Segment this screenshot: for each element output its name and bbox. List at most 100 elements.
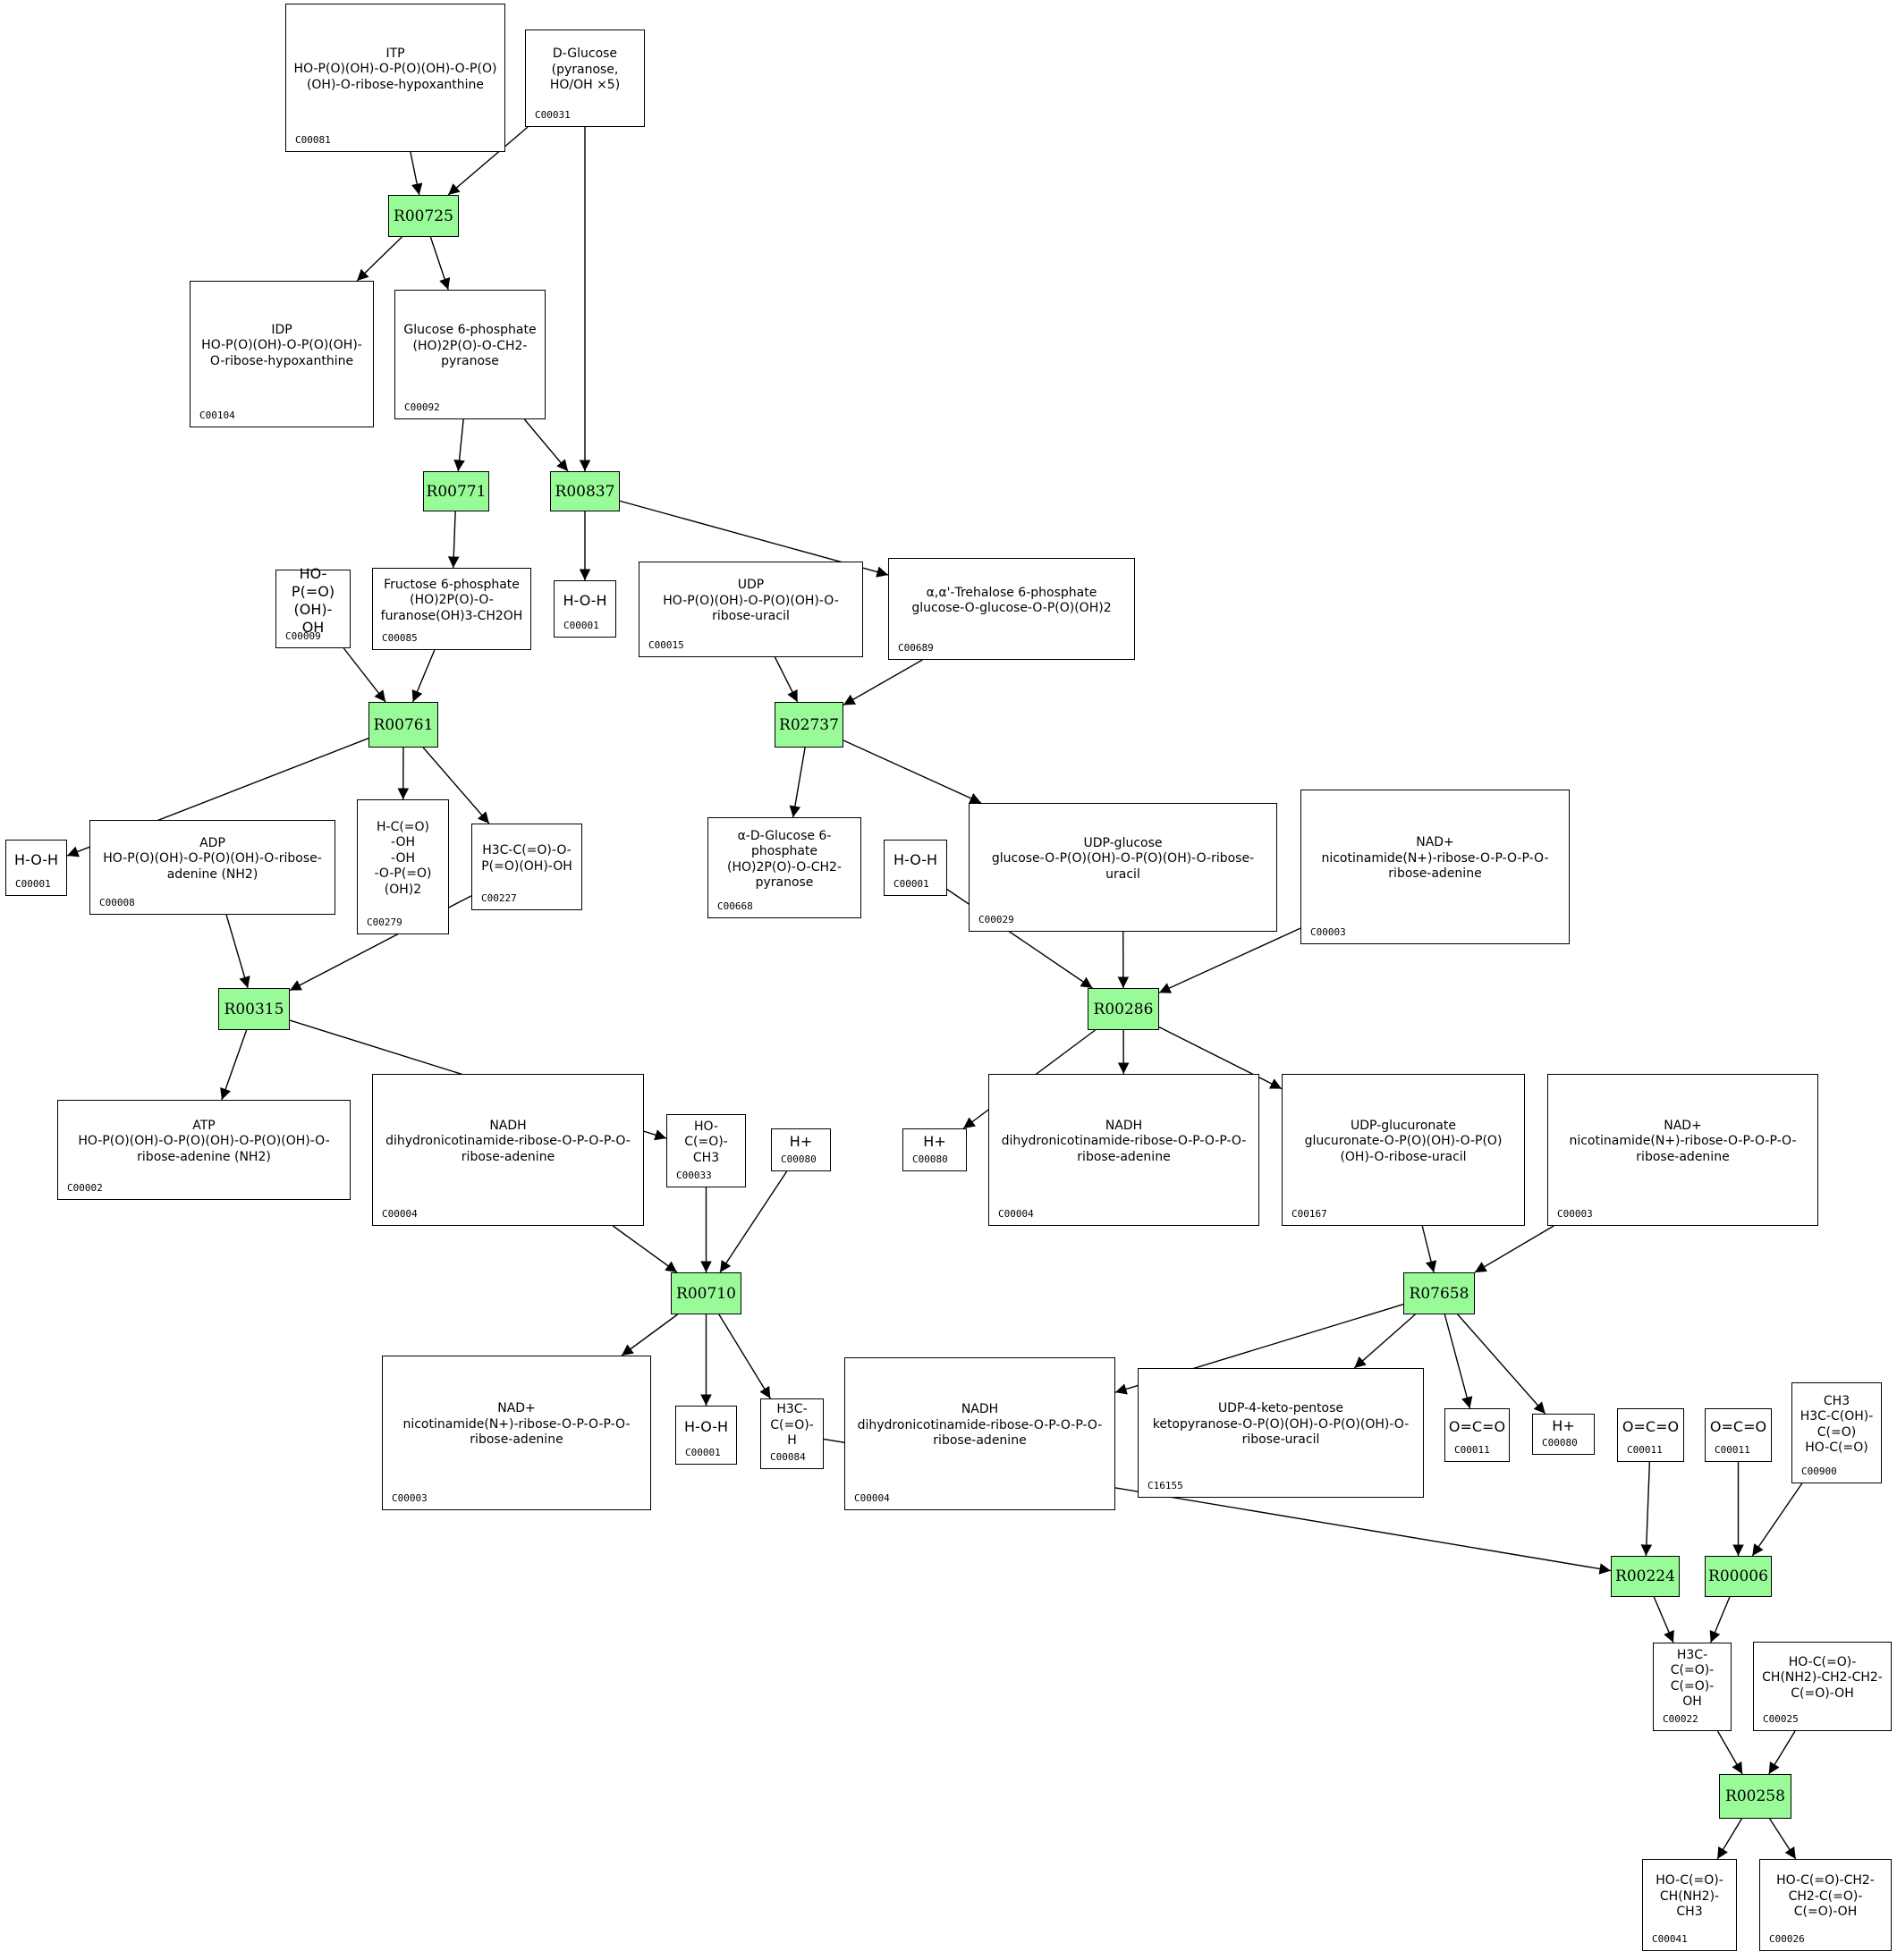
compound-id: C00900: [1801, 1466, 1837, 1477]
structure-drawing: UDP-glucose glucose-O-P(O)(OH)-O-P(O)(OH…: [991, 835, 1255, 882]
edge-arrow-R00725-to-c00092: [429, 236, 451, 291]
edge-arrow-c00689-to-R02737: [843, 659, 923, 706]
compound-id: C00689: [898, 642, 934, 654]
structure-drawing: ATP HO-P(O)(OH)-O-P(O)(OH)-O-P(O)(OH)-O-…: [78, 1118, 330, 1164]
compound-node-c00085[interactable]: Fructose 6-phosphate (HO)2P(O)-O-furanos…: [372, 568, 531, 650]
compound-node-c00004[interactable]: NADH dihydronicotinamide-ribose-O-P-O-P-…: [988, 1074, 1259, 1226]
structure-drawing: H+: [923, 1133, 946, 1150]
compound-node-c00011[interactable]: O=C=O C00011: [1617, 1408, 1684, 1462]
structure-drawing: NADH dihydronicotinamide-ribose-O-P-O-P-…: [857, 1402, 1103, 1449]
edge-arrow-c00081-to-R00725: [410, 151, 423, 196]
compound-id: C00279: [367, 917, 402, 928]
compound-node-c00041[interactable]: HO-C(=O)-CH(NH2)-CH3 C00041: [1642, 1859, 1737, 1951]
compound-node-c00022[interactable]: H3C-C(=O)-C(=O)-OH C00022: [1653, 1643, 1732, 1731]
structure-drawing: UDP HO-P(O)(OH)-O-P(O)(OH)-O-ribose-urac…: [663, 578, 839, 624]
reaction-node-r00315[interactable]: R00315: [218, 988, 290, 1030]
reaction-node-r00224[interactable]: R00224: [1611, 1556, 1680, 1597]
compound-id: C00011: [1715, 1444, 1750, 1456]
edge-arrow-R00006-to-c00022: [1709, 1596, 1731, 1643]
compound-node-c00900[interactable]: CH3 H3C-C(OH)-C(=O) HO-C(=O) C00900: [1791, 1382, 1882, 1483]
reaction-node-r00710[interactable]: R00710: [671, 1272, 741, 1314]
structure-drawing: HO-C(=O)-CH2-CH2-C(=O)-C(=O)-OH: [1776, 1873, 1875, 1920]
compound-id: C00029: [978, 914, 1014, 925]
compound-node-c00004[interactable]: NADH dihydronicotinamide-ribose-O-P-O-P-…: [372, 1074, 644, 1226]
structure-drawing: Glucose 6-phosphate (HO)2P(O)-O-CH2-pyra…: [403, 323, 537, 369]
compound-id: C00004: [854, 1492, 890, 1504]
compound-id: C00001: [893, 878, 929, 890]
structure-drawing: HO-C(=O)-CH(NH2)-CH2-CH2-C(=O)-OH: [1762, 1654, 1883, 1701]
edge-arrow-R00258-to-c00041: [1716, 1818, 1742, 1860]
compound-node-c00033[interactable]: HO-C(=O)-CH3 C00033: [666, 1114, 746, 1187]
compound-node-c00001[interactable]: H-O-H C00001: [884, 840, 947, 896]
compound-node-c00080[interactable]: H+ C00080: [771, 1128, 831, 1171]
structure-drawing: NAD+ nicotinamide(N+)-ribose-O-P-O-P-O-r…: [1569, 1118, 1797, 1164]
compound-id: C00011: [1627, 1444, 1663, 1456]
compound-id: C00080: [781, 1153, 817, 1165]
edge-arrow-R00771-to-c00085: [447, 511, 460, 569]
compound-node-c00009[interactable]: HO-P(=O)(OH)-OH C00009: [275, 565, 351, 648]
edge-arrow-c00004a-to-R00710: [612, 1225, 678, 1273]
edge-arrow-c00003a-to-R00286: [1158, 927, 1301, 993]
compound-node-c00004[interactable]: NADH dihydronicotinamide-ribose-O-P-O-P-…: [844, 1357, 1115, 1510]
compound-node-c00668[interactable]: α-D-Glucose 6-phosphate (HO)2P(O)-O-CH2-…: [707, 817, 861, 918]
compound-node-c00011[interactable]: O=C=O C00011: [1444, 1408, 1510, 1462]
structure-drawing: α,α'-Trehalose 6-phosphate glucose-O-glu…: [911, 585, 1112, 616]
compound-node-c00025[interactable]: HO-C(=O)-CH(NH2)-CH2-CH2-C(=O)-OH C00025: [1753, 1642, 1892, 1731]
compound-node-c00029[interactable]: UDP-glucose glucose-O-P(O)(OH)-O-P(O)(OH…: [969, 803, 1277, 932]
structure-drawing: NAD+ nicotinamide(N+)-ribose-O-P-O-P-O-r…: [1321, 835, 1549, 882]
compound-node-c00080[interactable]: H+ C00080: [902, 1128, 967, 1171]
reaction-node-r00761[interactable]: R00761: [368, 702, 438, 748]
structure-drawing: ADP HO-P(O)(OH)-O-P(O)(OH)-O-ribose-aden…: [103, 835, 322, 882]
compound-node-c00008[interactable]: ADP HO-P(O)(OH)-O-P(O)(OH)-O-ribose-aden…: [89, 820, 335, 915]
compound-node-c00003[interactable]: NAD+ nicotinamide(N+)-ribose-O-P-O-P-O-r…: [382, 1356, 651, 1510]
reaction-node-r00837[interactable]: R00837: [550, 471, 620, 511]
reaction-node-r00006[interactable]: R00006: [1705, 1556, 1772, 1597]
compound-node-c00001[interactable]: H-O-H C00001: [675, 1406, 737, 1465]
reaction-node-r00258[interactable]: R00258: [1719, 1774, 1791, 1819]
edge-arrow-c00092-to-R00837: [523, 418, 569, 472]
edge-arrow-c00900-to-R00006: [1751, 1483, 1803, 1557]
structure-drawing: HO-P(=O)(OH)-OH: [291, 565, 335, 636]
compound-node-c00001[interactable]: H-O-H C00001: [554, 580, 616, 638]
compound-id: C00026: [1769, 1933, 1805, 1945]
compound-id: C00227: [481, 892, 517, 904]
compound-node-c00279[interactable]: H-C(=O) -OH -OH -O-P(=O)(OH)2 C00279: [357, 799, 449, 934]
compound-node-c00084[interactable]: H3C-C(=O)-H C00084: [760, 1398, 824, 1469]
structure-drawing: H-O-H: [13, 850, 59, 868]
compound-node-c00167[interactable]: UDP-glucuronate glucuronate-O-P(O)(OH)-O…: [1282, 1074, 1525, 1226]
edge-arrow-R02737-to-c00029: [843, 739, 982, 804]
edge-arrow-R00286-to-c00167: [1158, 1026, 1283, 1090]
edge-arrow-R07658-to-c16155: [1353, 1314, 1416, 1369]
compound-node-c00003[interactable]: NAD+ nicotinamide(N+)-ribose-O-P-O-P-O-r…: [1547, 1074, 1818, 1226]
compound-node-c00104[interactable]: IDP HO-P(O)(OH)-O-P(O)(OH)-O-ribose-hypo…: [190, 281, 374, 427]
compound-node-c00026[interactable]: HO-C(=O)-CH2-CH2-C(=O)-C(=O)-OH C00026: [1759, 1859, 1892, 1951]
reaction-node-r00725[interactable]: R00725: [388, 195, 459, 237]
compound-node-c00003[interactable]: NAD+ nicotinamide(N+)-ribose-O-P-O-P-O-r…: [1300, 790, 1570, 944]
compound-node-c00001[interactable]: H-O-H C00001: [5, 840, 67, 896]
compound-node-c00002[interactable]: ATP HO-P(O)(OH)-O-P(O)(OH)-O-P(O)(OH)-O-…: [57, 1100, 351, 1200]
reaction-node-r07658[interactable]: R07658: [1403, 1272, 1475, 1314]
compound-id: C00002: [67, 1182, 103, 1194]
compound-id: C00041: [1652, 1933, 1688, 1945]
compound-node-c00081[interactable]: ITP HO-P(O)(OH)-O-P(O)(OH)-O-P(O)(OH)-O-…: [285, 4, 505, 152]
structure-drawing: O=C=O: [1709, 1418, 1767, 1435]
compound-id: C00003: [392, 1492, 428, 1504]
compound-node-c16155[interactable]: UDP-4-keto-pentose ketopyranose-O-P(O)(O…: [1138, 1368, 1424, 1498]
compound-node-c00227[interactable]: H3C-C(=O)-O-P(=O)(OH)-OH C00227: [471, 824, 582, 910]
compound-node-c00015[interactable]: UDP HO-P(O)(OH)-O-P(O)(OH)-O-ribose-urac…: [639, 562, 863, 657]
compound-node-c00011[interactable]: O=C=O C00011: [1705, 1408, 1772, 1462]
compound-node-c00080[interactable]: H+ C00080: [1532, 1414, 1595, 1455]
edge-arrow-c00092-to-R00771: [453, 418, 465, 472]
compound-id: C00003: [1557, 1208, 1593, 1220]
reaction-node-r00771[interactable]: R00771: [423, 471, 489, 511]
reaction-node-r02737[interactable]: R02737: [775, 702, 843, 748]
compound-id: C00003: [1310, 926, 1346, 938]
edge-arrow-c00025-to-R00258: [1768, 1730, 1796, 1775]
edge-arrow-R02737-to-c00668: [789, 747, 806, 818]
structure-drawing: NADH dihydronicotinamide-ribose-O-P-O-P-…: [1001, 1118, 1247, 1164]
compound-id: C00015: [648, 639, 684, 651]
compound-node-c00092[interactable]: Glucose 6-phosphate (HO)2P(O)-O-CH2-pyra…: [394, 290, 546, 419]
compound-node-c00031[interactable]: D-Glucose (pyranose, HO/OH ×5) C00031: [525, 30, 645, 127]
compound-node-c00689[interactable]: α,α'-Trehalose 6-phosphate glucose-O-glu…: [888, 558, 1135, 660]
reaction-node-r00286[interactable]: R00286: [1088, 988, 1159, 1030]
